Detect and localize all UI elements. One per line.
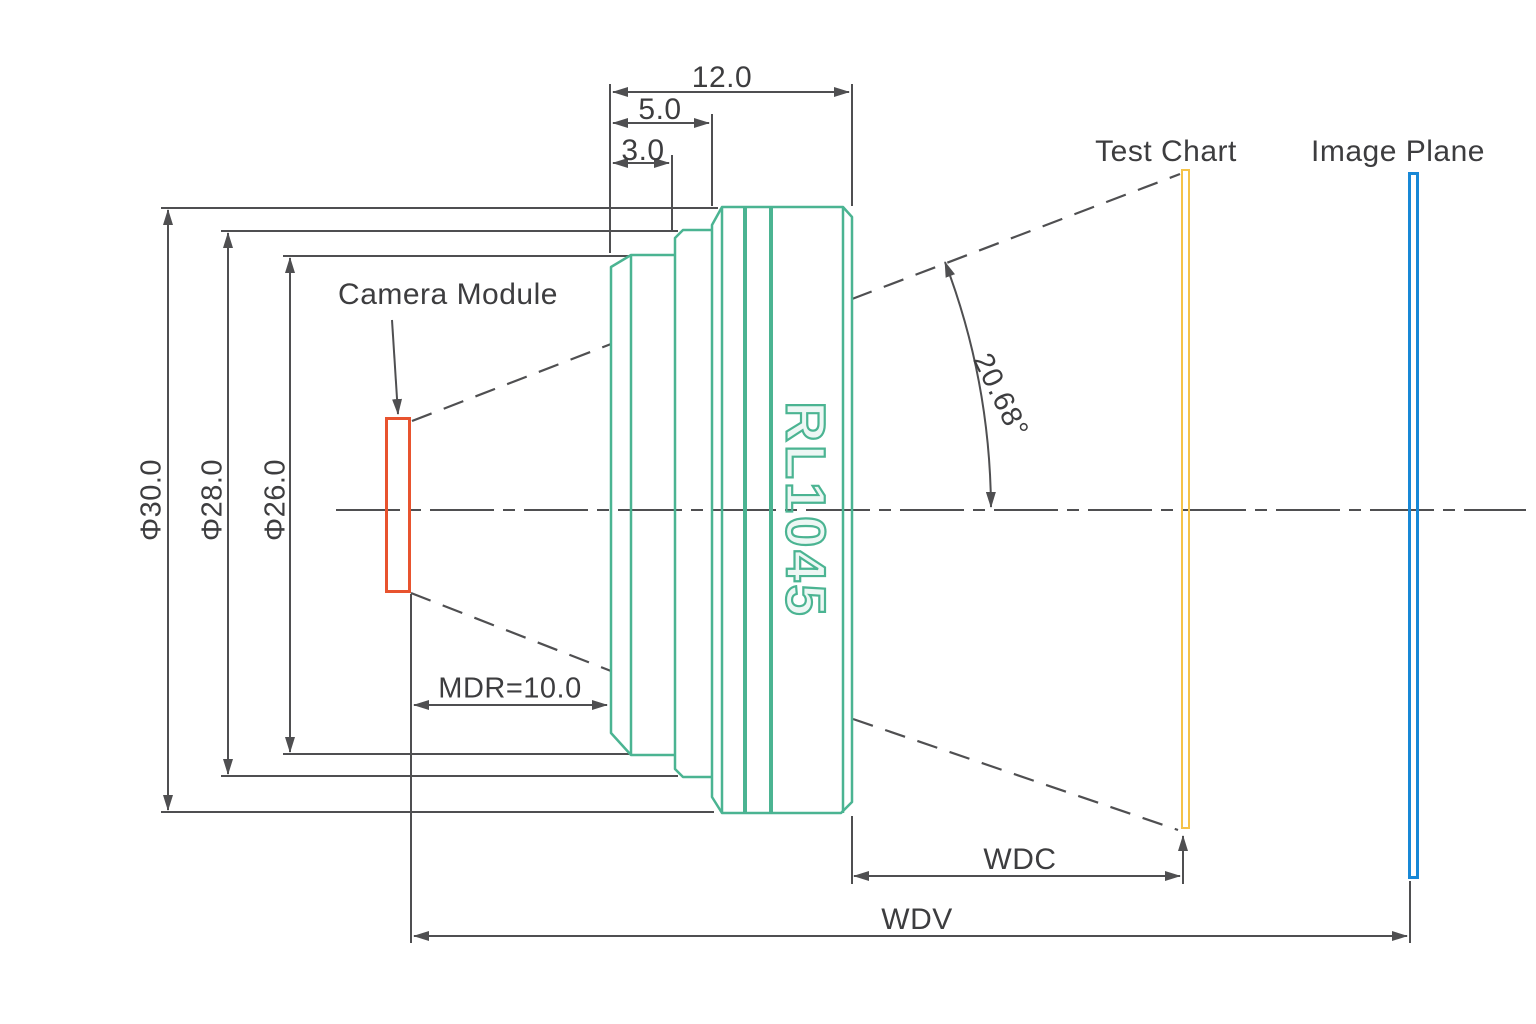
fov-ray-sensor-upper: [411, 342, 612, 423]
fov-ray-sensor-lower: [410, 591, 612, 673]
fov-ray-object-upper: [851, 172, 1181, 301]
dim-label-dia28: Φ28.0: [196, 458, 229, 542]
test-chart-line: [1181, 169, 1190, 829]
angle-dimension-arc: [944, 261, 996, 508]
dim-label-3mm: 3.0: [621, 134, 665, 167]
dim-label-dia30: Φ30.0: [135, 458, 168, 542]
image-plane-label: Image Plane: [1311, 135, 1485, 168]
image-plane-line: [1408, 172, 1419, 879]
dim-label-wdc: WDC: [983, 843, 1057, 876]
camera-module-rect: [385, 417, 411, 593]
dim-label-12mm: 12.0: [691, 61, 753, 94]
dim-label-dia26: Φ26.0: [259, 458, 292, 542]
lens-model-engraving: RL1045: [773, 400, 838, 619]
camera-module-leader-arrow: [391, 319, 403, 415]
fov-rays: [410, 172, 1181, 832]
dim-label-mdr: MDR=10.0: [438, 672, 582, 705]
lens-mid-section: [673, 228, 712, 779]
extension-lines: [161, 84, 1411, 943]
dimension-lines: [163, 87, 1408, 941]
lens-rear-section: [710, 205, 854, 815]
lens-body-outline: [609, 205, 854, 815]
camera-module-label: Camera Module: [338, 278, 558, 311]
dim-label-5mm: 5.0: [638, 93, 682, 126]
test-chart-label: Test Chart: [1095, 135, 1237, 168]
lens-front-section: [609, 253, 675, 757]
fov-ray-object-lower: [852, 717, 1179, 832]
dim-label-wdv: WDV: [881, 903, 953, 936]
